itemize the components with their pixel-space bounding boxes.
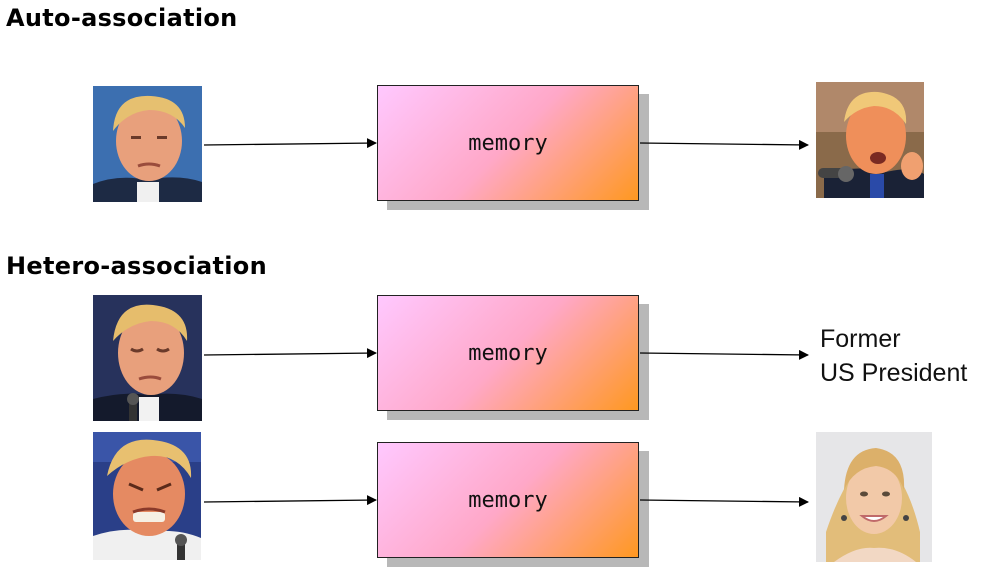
output-text-former-us-president: Former US President	[820, 322, 967, 390]
input-face-photo-2	[93, 295, 202, 421]
arrow-input-3	[203, 495, 377, 506]
output-face-photo-3	[816, 432, 932, 562]
memory-label-2: memory	[468, 340, 548, 366]
arrow-output-2	[639, 349, 809, 360]
arrow-input-2	[203, 348, 377, 359]
hetero-association-heading: Hetero-association	[6, 252, 267, 280]
memory-box-1: memory	[377, 85, 639, 201]
input-face-photo-3	[93, 432, 201, 560]
memory-label-3: memory	[468, 487, 548, 513]
memory-label-1: memory	[468, 130, 548, 156]
output-face-photo-1	[816, 82, 924, 198]
output-text-line-1: Former	[820, 325, 901, 353]
auto-association-heading: Auto-association	[6, 4, 238, 32]
memory-box-3: memory	[377, 442, 639, 558]
arrow-output-1	[639, 139, 809, 150]
output-text-line-2: US President	[820, 359, 968, 387]
input-face-photo-1	[93, 86, 202, 202]
arrow-output-3	[639, 496, 809, 507]
memory-box-2: memory	[377, 295, 639, 411]
arrow-input-1	[203, 138, 377, 149]
